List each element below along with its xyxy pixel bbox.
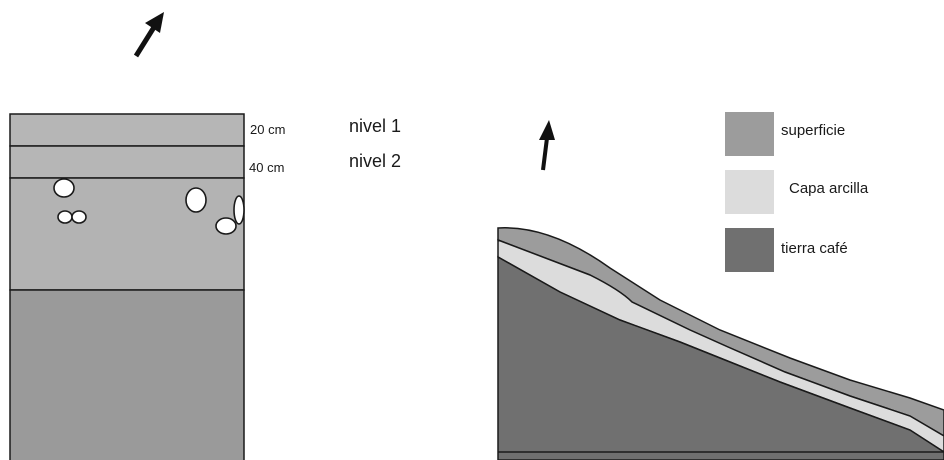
stone bbox=[53, 178, 75, 198]
north-arrow-icon bbox=[539, 120, 555, 171]
legend-swatch-arcilla bbox=[725, 170, 774, 214]
legend-swatch-superficie bbox=[725, 112, 774, 156]
legend-label-arcilla: Capa arcilla bbox=[789, 180, 869, 197]
stones bbox=[53, 178, 245, 235]
legend-label-superficie: superficie bbox=[781, 122, 845, 139]
legend-label-tierra: tierra café bbox=[781, 240, 848, 257]
stone bbox=[233, 195, 245, 225]
stone bbox=[215, 217, 237, 235]
slope-section bbox=[497, 227, 944, 460]
depth-label-20: 20 cm bbox=[250, 122, 285, 137]
level-label-1: nivel 1 bbox=[349, 116, 401, 136]
slope-layer-tierra bbox=[497, 255, 944, 460]
depth-label-40: 40 cm bbox=[249, 160, 284, 175]
stone bbox=[71, 210, 87, 224]
legend-swatch-tierra bbox=[725, 228, 774, 272]
stone bbox=[57, 210, 73, 224]
legend: superficie Capa arcilla tierra café bbox=[725, 112, 869, 272]
level-label-2: nivel 2 bbox=[349, 151, 401, 171]
profile-layer-1 bbox=[9, 113, 245, 147]
profile-layer-4 bbox=[9, 289, 245, 460]
profile-layer-2 bbox=[9, 145, 245, 179]
soil-profile bbox=[9, 113, 245, 460]
north-arrow-icon bbox=[133, 12, 164, 58]
stone bbox=[185, 187, 207, 213]
profile-layer-3 bbox=[9, 177, 245, 291]
